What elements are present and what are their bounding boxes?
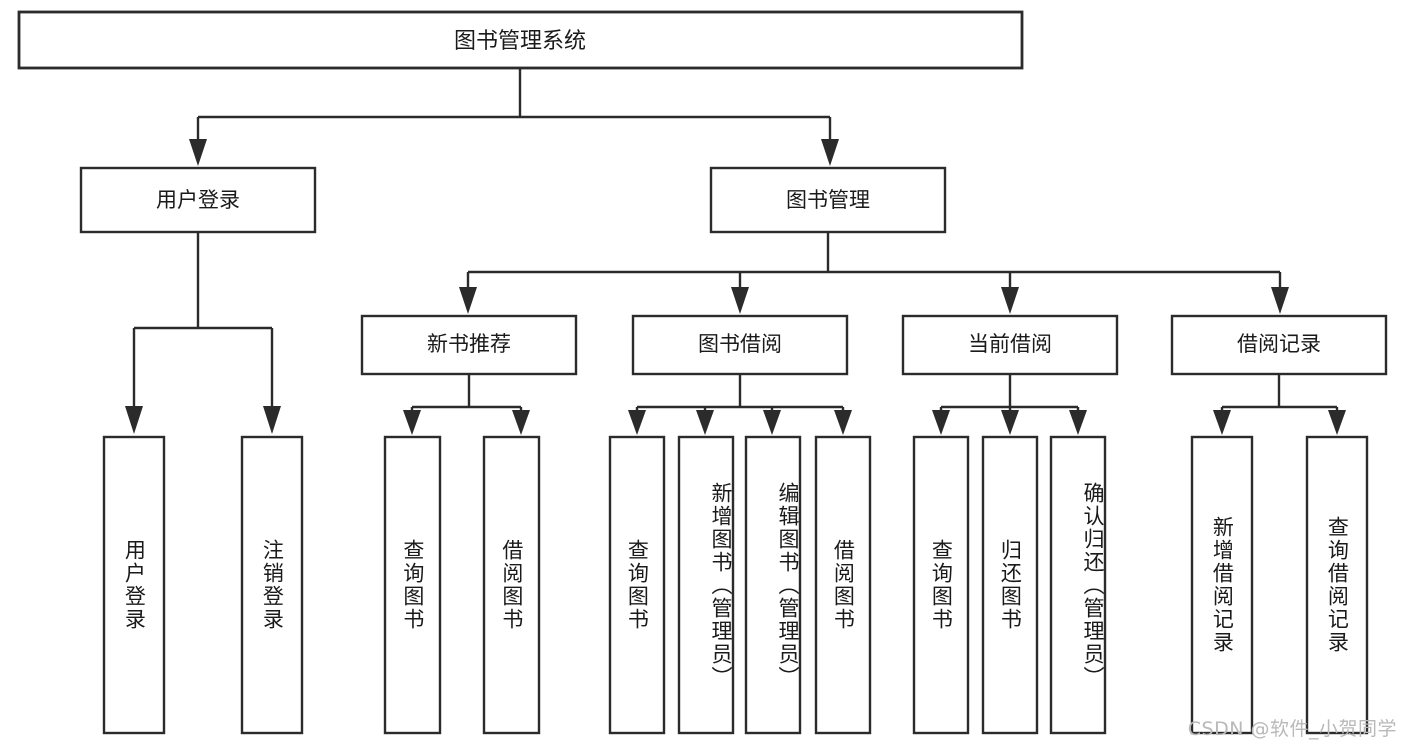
connector-current-borrow-to-leaves <box>932 374 1087 435</box>
node-root-label: 图书管理系统 <box>454 29 586 54</box>
leaf-box-confirm-return[interactable] <box>1049 435 1107 735</box>
leaf-box-logout[interactable] <box>240 435 304 735</box>
node-borrow-record-label: 借阅记录 <box>1237 332 1321 356</box>
arrow-head-icon <box>1001 287 1019 314</box>
node-user-login-box <box>79 166 317 234</box>
arrow-head-icon <box>834 410 852 435</box>
arrow-head-icon <box>189 139 207 166</box>
connector-root-to-level2 <box>189 68 839 166</box>
node-user-login-label: 用户登录 <box>156 188 240 212</box>
node-book-manage-label: 图书管理 <box>786 188 870 212</box>
arrow-head-icon <box>512 410 530 435</box>
leaf-box-query-book-1[interactable] <box>383 435 442 735</box>
node-book-borrow[interactable]: 图书借阅 <box>631 314 849 376</box>
arrow-head-icon <box>932 410 950 435</box>
arrow-head-icon <box>628 410 646 435</box>
arrow-head-icon <box>1001 410 1019 435</box>
arrow-head-icon <box>263 406 281 434</box>
node-book-manage[interactable]: 图书管理 <box>709 166 947 234</box>
arrow-head-icon <box>1213 410 1231 435</box>
node-current-borrow-label: 当前借阅 <box>968 332 1052 356</box>
node-book-borrow-label: 图书借阅 <box>698 332 782 356</box>
arrow-head-icon <box>403 410 421 435</box>
arrow-head-icon <box>125 406 143 434</box>
leaf-box-borrow-book-2[interactable] <box>814 435 872 735</box>
arrow-head-icon <box>731 287 749 314</box>
node-current-borrow-box <box>901 314 1119 376</box>
connector-new-book-recommend-to-leaves <box>403 374 530 435</box>
connector-user-login-to-leaves <box>125 232 281 434</box>
leaf-box-query-book-3[interactable] <box>912 435 970 735</box>
arrow-head-icon <box>763 410 781 435</box>
arrow-head-icon <box>696 410 714 435</box>
leaf-box-query-book-2[interactable] <box>608 435 666 735</box>
node-current-borrow[interactable]: 当前借阅 <box>901 314 1119 376</box>
node-new-book-recommend-box <box>360 314 578 376</box>
node-new-book-recommend[interactable]: 新书推荐 <box>360 314 578 376</box>
node-root-box <box>17 10 1024 70</box>
leaf-box-borrow-book-1[interactable] <box>482 435 541 735</box>
arrow-head-icon <box>1271 287 1289 314</box>
arrow-head-icon <box>1069 410 1087 435</box>
connector-borrow-record-to-leaves <box>1213 374 1346 435</box>
leaf-box-edit-book[interactable] <box>744 435 802 735</box>
leaf-box-user-login[interactable] <box>102 435 166 735</box>
node-user-login[interactable]: 用户登录 <box>79 166 317 234</box>
leaf-box-add-book[interactable] <box>677 435 735 735</box>
leaf-box-query-record[interactable] <box>1305 435 1369 735</box>
arrow-head-icon <box>459 287 477 314</box>
arrow-head-icon <box>821 139 839 166</box>
watermark-text: CSDN @软件_小贺同学 <box>1187 718 1397 740</box>
node-new-book-recommend-label: 新书推荐 <box>427 332 511 356</box>
leaf-box-return-book[interactable] <box>981 435 1039 735</box>
leaf-box-add-record[interactable] <box>1190 435 1254 735</box>
node-root[interactable]: 图书管理系统 <box>17 10 1024 70</box>
connector-book-manage-to-level3 <box>459 232 1289 314</box>
node-borrow-record[interactable]: 借阅记录 <box>1170 314 1388 376</box>
arrow-head-icon <box>1328 410 1346 435</box>
connector-book-borrow-to-leaves <box>628 374 852 435</box>
